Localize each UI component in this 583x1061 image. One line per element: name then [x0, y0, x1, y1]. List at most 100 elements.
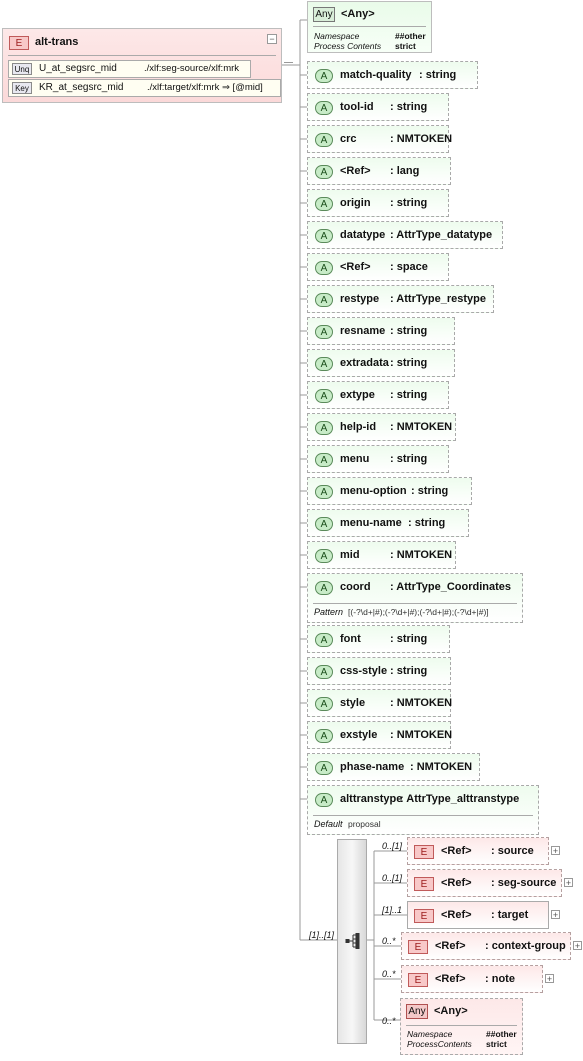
any-top[interactable]: Any <Any> Namespace ##other Process Cont…	[307, 1, 432, 53]
divider	[313, 603, 517, 604]
attribute-badge: A	[315, 69, 333, 83]
attribute-badge: A	[315, 453, 333, 467]
child-element-target[interactable]: E<Ref>: target	[407, 901, 549, 929]
attribute-name: mid	[340, 549, 360, 561]
attribute-badge: A	[315, 389, 333, 403]
attribute-badge: A	[315, 325, 333, 339]
divider	[313, 26, 426, 27]
element-name: alt-trans	[35, 36, 79, 48]
attribute-badge: A	[315, 421, 333, 435]
expand-icon[interactable]: +	[551, 846, 560, 856]
expand-icon[interactable]: +	[551, 910, 560, 920]
attribute-type: : AttrType_restype	[390, 293, 486, 305]
attribute-name: coord	[340, 581, 371, 593]
child-element-seg-source[interactable]: E<Ref>: seg-source	[407, 869, 562, 897]
attribute-badge: A	[315, 517, 333, 531]
child-element-context-group[interactable]: E<Ref>: context-group	[401, 932, 571, 960]
unique-constraint[interactable]: Unq U_at_segsrc_mid ./xlf:seg-source/xlf…	[8, 60, 251, 78]
attribute-badge: A	[315, 293, 333, 307]
attribute-name: origin	[340, 197, 371, 209]
divider	[313, 815, 533, 816]
child-element-source[interactable]: E<Ref>: source	[407, 837, 549, 865]
attribute-type: : string	[390, 665, 428, 677]
expand-icon[interactable]: +	[545, 974, 554, 984]
attribute-type: : string	[390, 325, 428, 337]
process-value: strict	[395, 41, 416, 51]
attribute-type: : NMTOKEN	[390, 133, 453, 145]
attribute-badge: A	[315, 665, 333, 679]
divider	[406, 1025, 517, 1026]
element-badge: E	[414, 877, 434, 891]
facet-value: [(-?\d+|#);(-?\d+|#);(-?\d+|#);(-?\d+|#)…	[348, 607, 489, 617]
attribute-name: help-id	[340, 421, 377, 433]
attribute-badge: A	[315, 761, 333, 775]
attribute-name: menu-option	[340, 485, 407, 497]
attribute-name: css-style	[340, 665, 388, 677]
attribute-badge: A	[315, 197, 333, 211]
key-constraint[interactable]: Key KR_at_segsrc_mid ./xlf:target/xlf:mr…	[8, 79, 281, 97]
expand-icon[interactable]: +	[564, 878, 573, 888]
attribute-name: datatype	[340, 229, 386, 241]
facet-value: proposal	[348, 819, 381, 829]
expand-icon[interactable]: +	[573, 941, 582, 951]
child-name: <Ref>	[435, 940, 466, 952]
unique-name: U_at_segsrc_mid	[39, 63, 117, 74]
attribute-badge: A	[315, 133, 333, 147]
attribute-type: : NMTOKEN	[410, 761, 473, 773]
key-badge: Key	[12, 82, 32, 94]
process-label: Process Contents	[314, 41, 382, 51]
element-alt-trans[interactable]: E alt-trans − Unq U_at_segsrc_mid ./xlf:…	[2, 28, 282, 103]
any-badge: Any	[406, 1004, 428, 1019]
attribute-type: : string	[408, 517, 446, 529]
child-type: : source	[491, 845, 534, 857]
namespace-label: Namespace	[407, 1029, 453, 1039]
child-type: : note	[485, 973, 515, 985]
attribute-badge: A	[315, 261, 333, 275]
child-type: : target	[491, 909, 529, 921]
any-bottom-cardinality: 0..*	[382, 1016, 396, 1026]
attribute-type: : NMTOKEN	[390, 729, 453, 741]
facet-label: Pattern	[314, 607, 344, 617]
attribute-badge: A	[315, 793, 333, 807]
child-cardinality: 0..*	[382, 936, 396, 946]
attribute-badge: A	[315, 581, 333, 595]
attribute-name: <Ref>	[340, 165, 371, 177]
collapse-icon[interactable]: −	[267, 34, 277, 44]
element-badge: E	[414, 845, 434, 859]
child-name: <Ref>	[441, 909, 472, 921]
sequence-compositor[interactable]	[337, 839, 367, 1044]
attribute-name: style	[340, 697, 366, 709]
attribute-ref-space[interactable]: A<Ref>: space	[307, 253, 449, 281]
attribute-badge: A	[315, 101, 333, 115]
attribute-type: : string	[390, 633, 428, 645]
child-cardinality: 0..*	[382, 969, 396, 979]
attribute-name: font	[340, 633, 361, 645]
attribute-name: alttranstype	[340, 793, 403, 805]
attribute-type: : NMTOKEN	[390, 549, 453, 561]
child-element-note[interactable]: E<Ref>: note	[401, 965, 543, 993]
attribute-ref-lang[interactable]: A<Ref>: lang	[307, 157, 451, 185]
facet-label: Default	[314, 819, 343, 829]
any-bottom[interactable]: Any <Any> Namespace ##other ProcessConte…	[400, 998, 523, 1055]
